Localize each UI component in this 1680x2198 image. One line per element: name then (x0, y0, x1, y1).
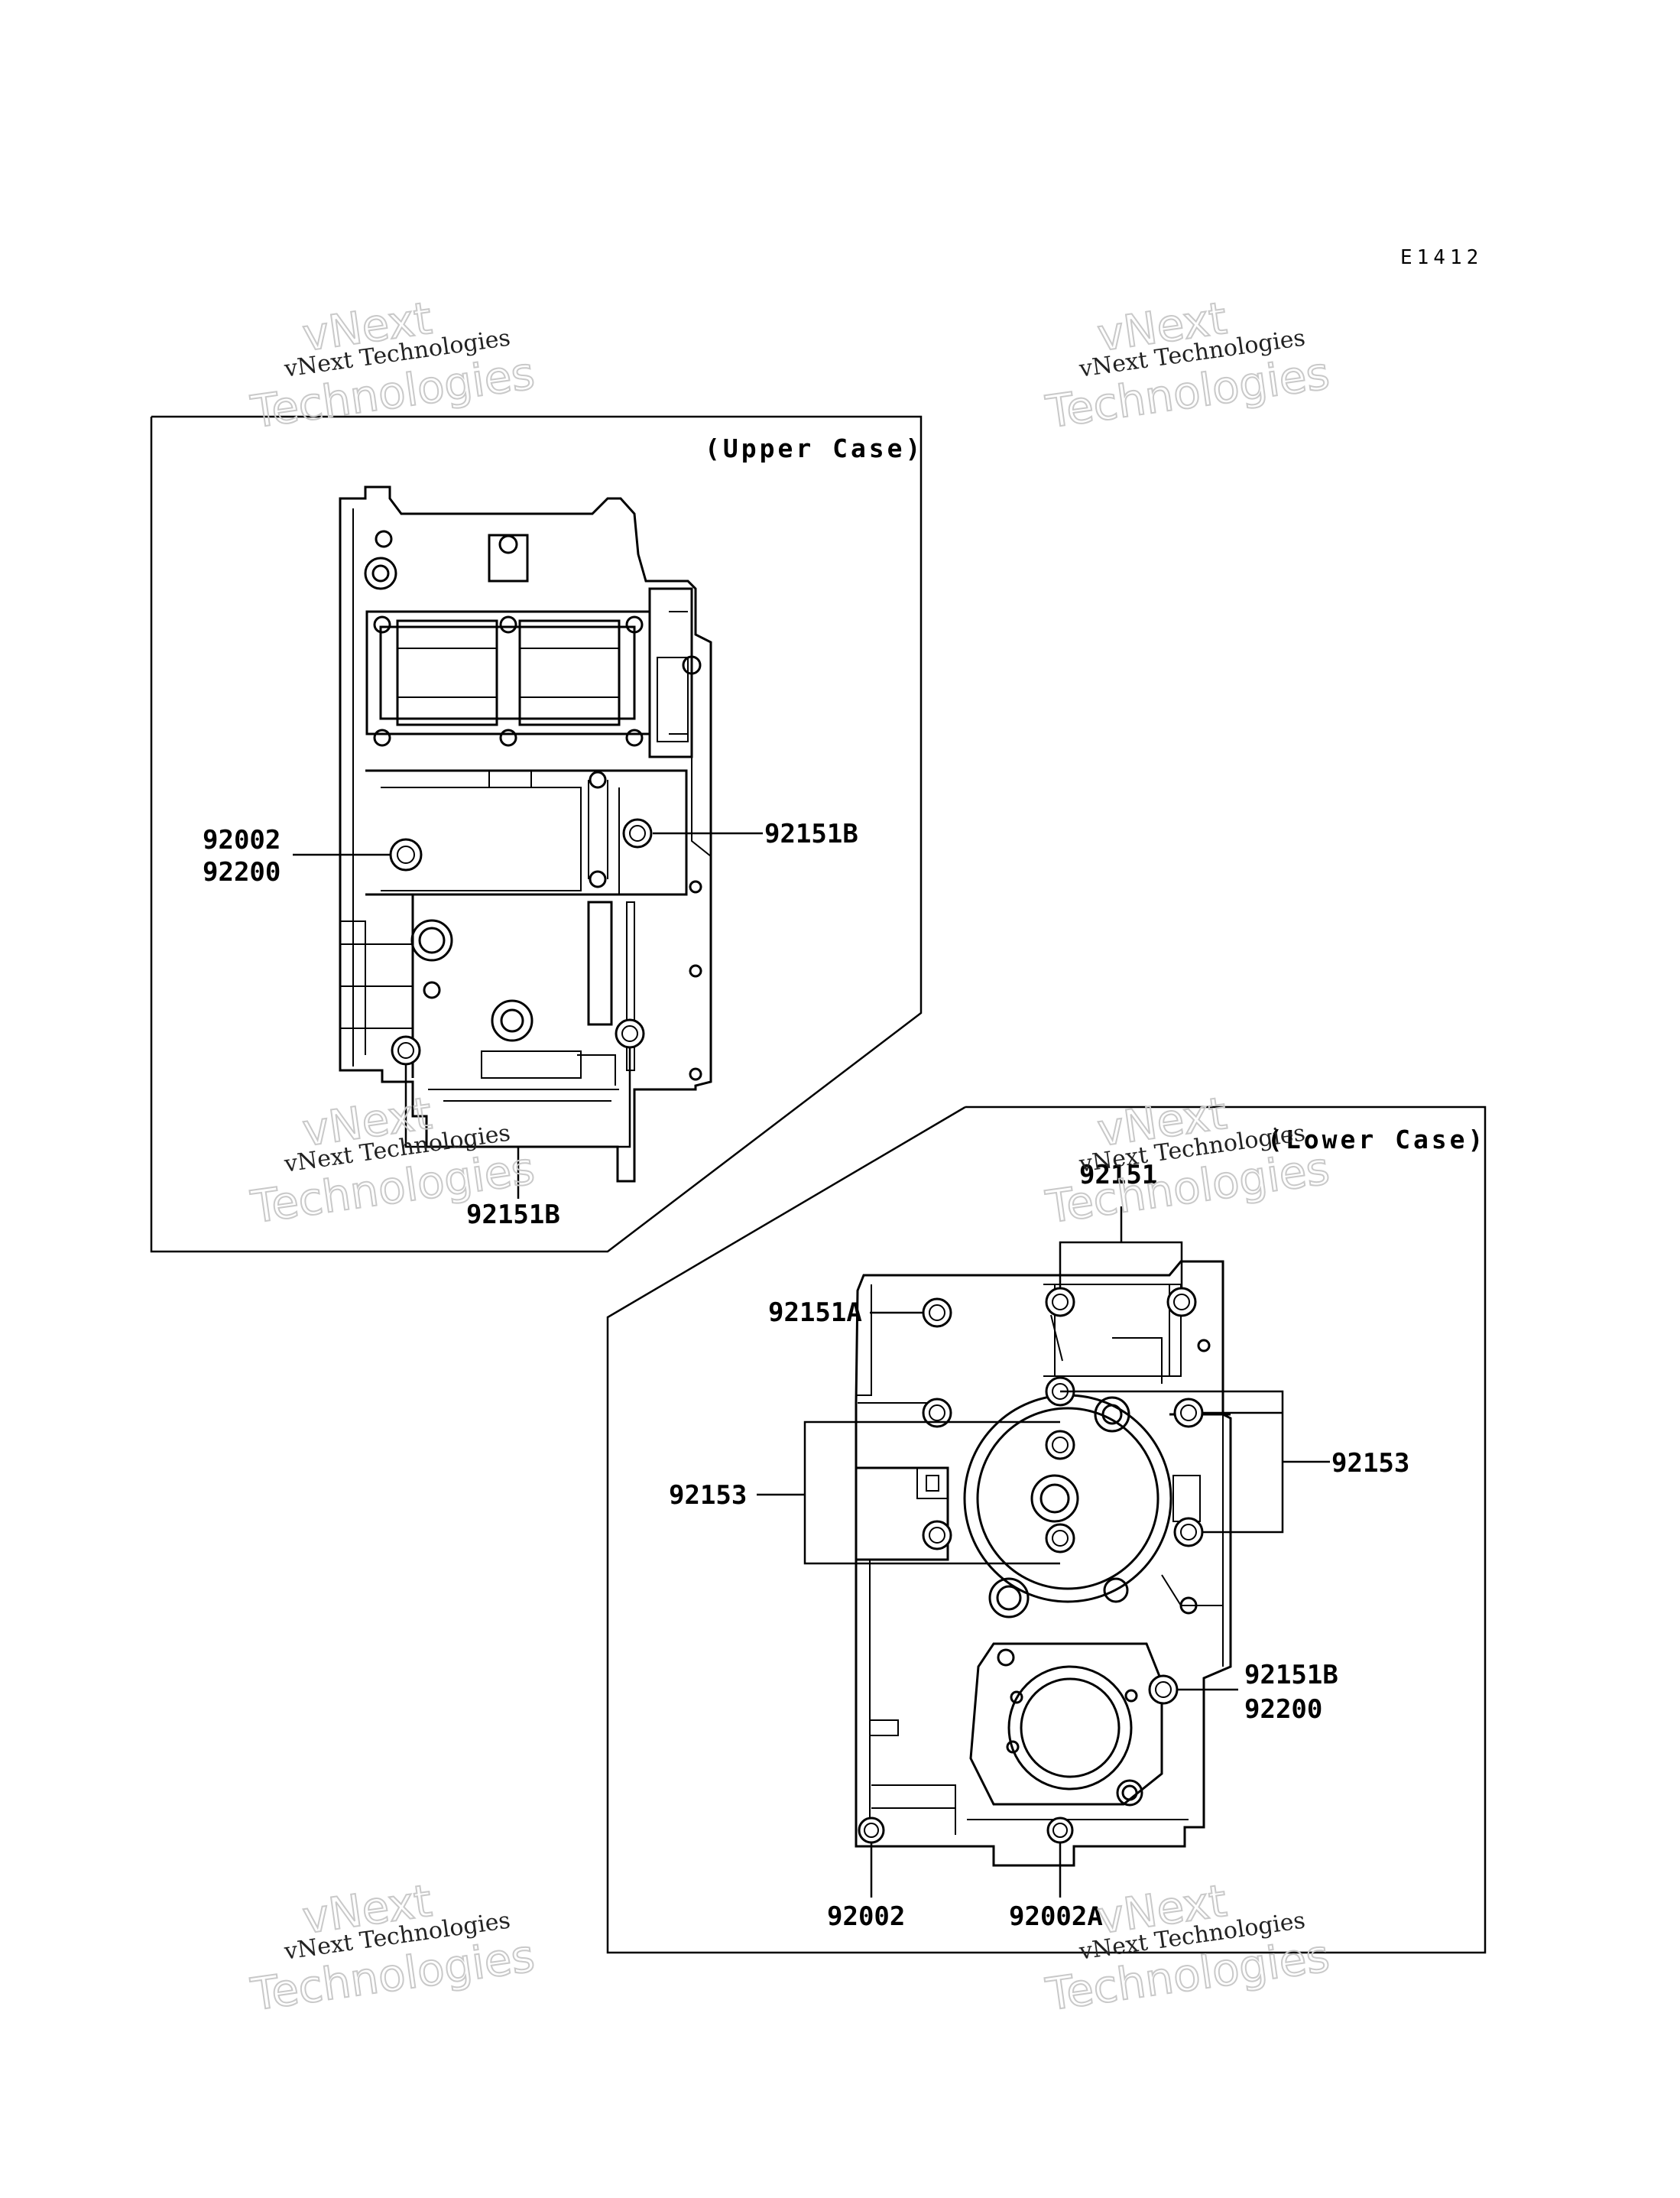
watermark: vNext vNext Technologies Technologies (1042, 1086, 1333, 1234)
watermark: vNext vNext Technologies Technologies (247, 1874, 538, 2021)
lower-label-92151b: 92151B (1244, 1660, 1338, 1690)
watermark: vNext vNext Technologies Technologies (247, 291, 538, 439)
upper-case-frame (150, 415, 923, 1253)
upper-label-92151b-right: 92151B (764, 819, 858, 849)
lower-crankcase-drawing (855, 1260, 1232, 1867)
watermark: vNext vNext Technologies Technologies (1042, 1874, 1333, 2021)
lower-bolts (858, 1287, 1204, 1844)
lower-label-92153-right: 92153 (1331, 1448, 1409, 1479)
lower-label-92151: 92151 (1079, 1160, 1157, 1190)
lower-label-92200: 92200 (1244, 1694, 1322, 1725)
lower-case-title: (Lower Case) (1267, 1125, 1486, 1154)
upper-crankcase-drawing (339, 485, 712, 1183)
watermark: vNext vNext Technologies Technologies (1042, 291, 1333, 439)
upper-case-panel: (Upper Case) (150, 415, 923, 1253)
upper-case-title: (Upper Case) (705, 433, 923, 463)
lower-label-92153-left: 92153 (669, 1480, 747, 1511)
lower-label-92002: 92002 (827, 1901, 905, 1932)
upper-label-92002: 92002 (203, 825, 281, 855)
lower-label-92151a: 92151A (768, 1297, 862, 1328)
upper-label-92200: 92200 (203, 857, 281, 888)
lower-case-frame (606, 1105, 1487, 1954)
upper-label-92151b-bottom: 92151B (466, 1200, 560, 1230)
page-code: E1412 (1400, 246, 1483, 269)
lower-case-panel: (Lower Case) (606, 1105, 1487, 1954)
lower-label-92002a: 92002A (1009, 1901, 1103, 1932)
